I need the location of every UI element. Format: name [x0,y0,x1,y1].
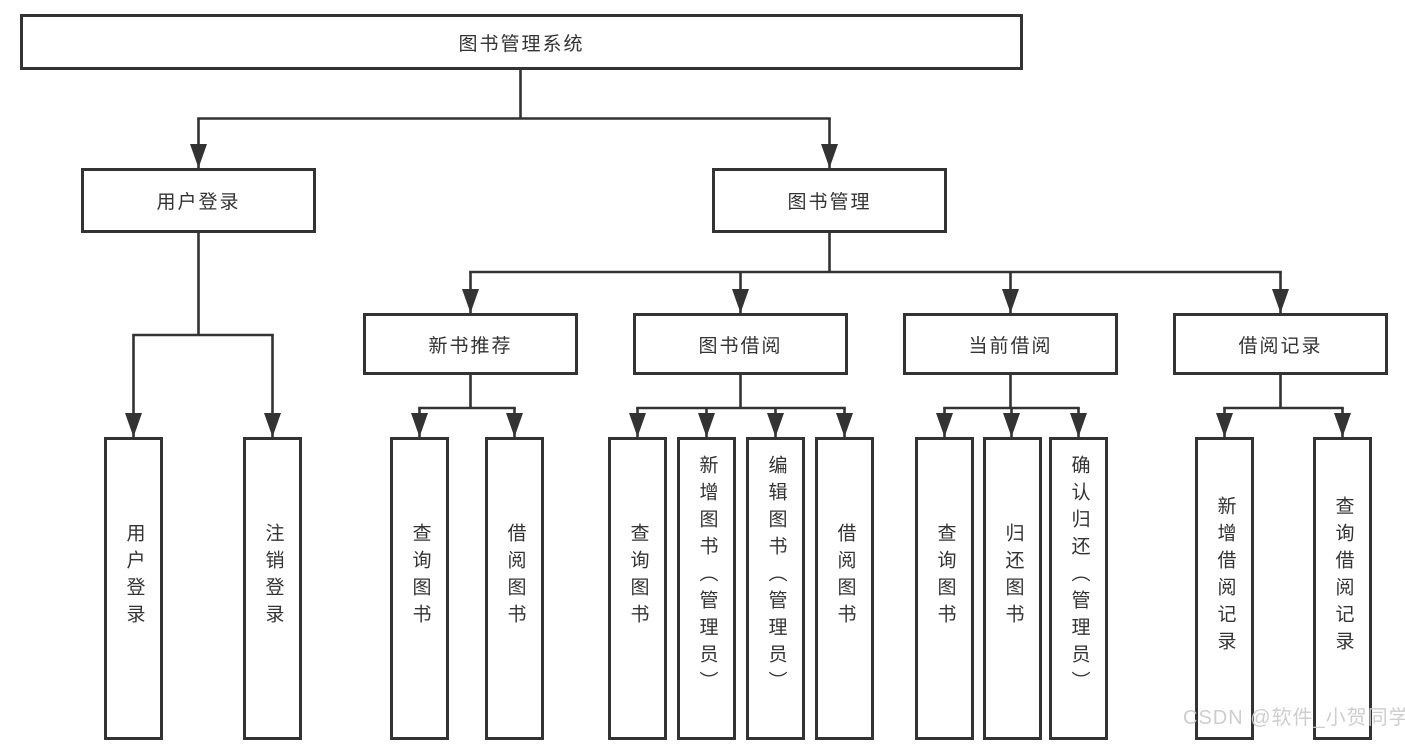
leaf-bb-borrow-books: 借阅图书 [815,437,874,740]
branch-book-management: 图书管理 [712,168,947,233]
leaf-nr-borrow-books-label: 借阅图书 [504,522,526,631]
leaf-cb-query-books: 查询图书 [915,437,974,740]
leaf-nr-borrow-books: 借阅图书 [485,437,544,740]
branch-current-borrow: 当前借阅 [903,313,1118,375]
leaf-user-login-label: 用户登录 [123,522,145,631]
branch-book-borrow: 图书借阅 [633,313,848,375]
leaf-cb-query-books-label: 查询图书 [934,522,956,631]
leaf-nr-query-books-label: 查询图书 [409,522,431,631]
leaf-nr-query-books: 查询图书 [390,437,449,740]
branch-book-management-label: 图书管理 [787,192,872,213]
leaf-bb-query-books-label: 查询图书 [627,522,649,631]
root-box: 图书管理系统 [20,14,1023,70]
leaf-logout-label: 注销登录 [262,522,284,631]
leaf-br-add-record: 新增借阅记录 [1195,437,1254,740]
branch-book-borrow-label: 图书借阅 [698,335,783,357]
leaf-bb-edit-books-admin: 编辑图书（管理员） [746,437,805,740]
leaf-bb-borrow-books-label: 借阅图书 [834,522,856,631]
leaf-br-query-record: 查询借阅记录 [1313,437,1372,740]
branch-borrow-records: 借阅记录 [1173,313,1388,375]
branch-user-login-label: 用户登录 [156,192,241,213]
leaf-cb-return-books: 归还图书 [983,437,1042,740]
watermark: CSDN @软件_小贺同学 [1183,707,1405,729]
leaf-cb-return-books-label: 归还图书 [1002,522,1024,631]
leaf-br-query-record-label: 查询借阅记录 [1332,495,1354,658]
leaf-br-add-record-label: 新增借阅记录 [1214,495,1236,658]
leaf-bb-add-books-admin: 新增图书（管理员） [677,437,736,740]
branch-new-book-recommend-label: 新书推荐 [428,335,513,357]
leaf-user-login: 用户登录 [104,437,163,740]
leaf-cb-confirm-return-admin-label: 确认归还（管理员） [1068,455,1090,698]
branch-user-login: 用户登录 [81,168,316,233]
root-label: 图书管理系统 [458,33,585,55]
branch-current-borrow-label: 当前借阅 [968,335,1053,357]
leaf-cb-confirm-return-admin: 确认归还（管理员） [1049,437,1108,740]
branch-borrow-records-label: 借阅记录 [1238,335,1323,357]
branch-new-book-recommend: 新书推荐 [363,313,578,375]
leaf-logout: 注销登录 [243,437,302,740]
leaf-bb-add-books-admin-label: 新增图书（管理员） [696,455,718,698]
leaf-bb-query-books: 查询图书 [608,437,667,740]
leaf-bb-edit-books-admin-label: 编辑图书（管理员） [765,455,787,698]
